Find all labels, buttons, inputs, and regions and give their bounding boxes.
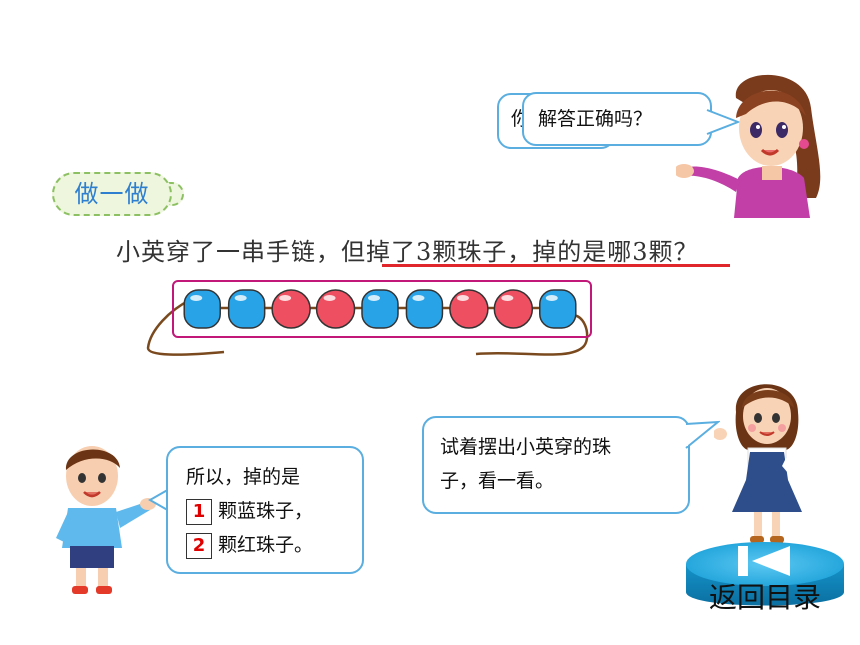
red-bead [493,289,534,329]
girl-illustration [714,384,802,543]
activity-tag-tail [168,182,184,206]
girl-bubble: 试着摆出小英穿的珠 子，看一看。 [422,416,690,514]
bracelet-frame [172,280,592,338]
boy-bubble-line1: 所以，掉的是 [186,466,301,488]
red-bead [271,289,311,329]
boy-bubble-line2: 1 颗蓝珠子， [186,494,362,528]
teacher-illustration [676,74,821,218]
question-underline [382,264,730,267]
question-prefix: 小英穿了一串手链，但 [116,238,366,266]
blue-bead [539,289,577,329]
boy-bubble: 所以，掉的是 1 颗蓝珠子， 2 颗红珠子。 [166,446,364,574]
blue-count-box: 1 [186,498,212,525]
back-to-contents-button[interactable]: 返回目录 [684,540,846,618]
question-suffix: ？ [673,238,699,266]
red-count-box: 2 [186,532,212,559]
red-text: 颗红珠子。 [218,534,314,556]
red-bead [315,289,356,329]
blue-text: 颗蓝珠子， [218,500,314,522]
teacher-bubble-tail [706,109,740,135]
teacher-bubble-text: 解答正确吗？ [538,108,653,130]
skip-back-icon [738,546,790,576]
girl-bubble-line1: 试着摆出小英穿的珠 [440,436,612,458]
girl-bubble-line2: 子，看一看。 [440,470,555,492]
bead-row [183,289,577,329]
boy-bubble-line3: 2 颗红珠子。 [186,528,362,562]
boy-illustration [56,446,156,594]
blue-bead [405,289,444,329]
red-bead [449,289,489,329]
teacher-bubble: 解答正确吗？ [522,92,712,146]
girl-bubble-tail [684,420,720,449]
activity-tag-label: 做一做 [74,180,150,208]
question-text: 小英穿了一串手链，但掉了3颗珠子，掉的是哪3颗？ [116,232,699,267]
activity-tag: 做一做 [52,172,172,216]
back-button-label: 返回目录 [708,581,821,614]
question-underlined: 掉了3颗珠子，掉的是哪3颗 [366,238,674,266]
blue-bead [183,289,221,329]
blue-bead [227,289,266,329]
blue-bead [361,289,399,329]
